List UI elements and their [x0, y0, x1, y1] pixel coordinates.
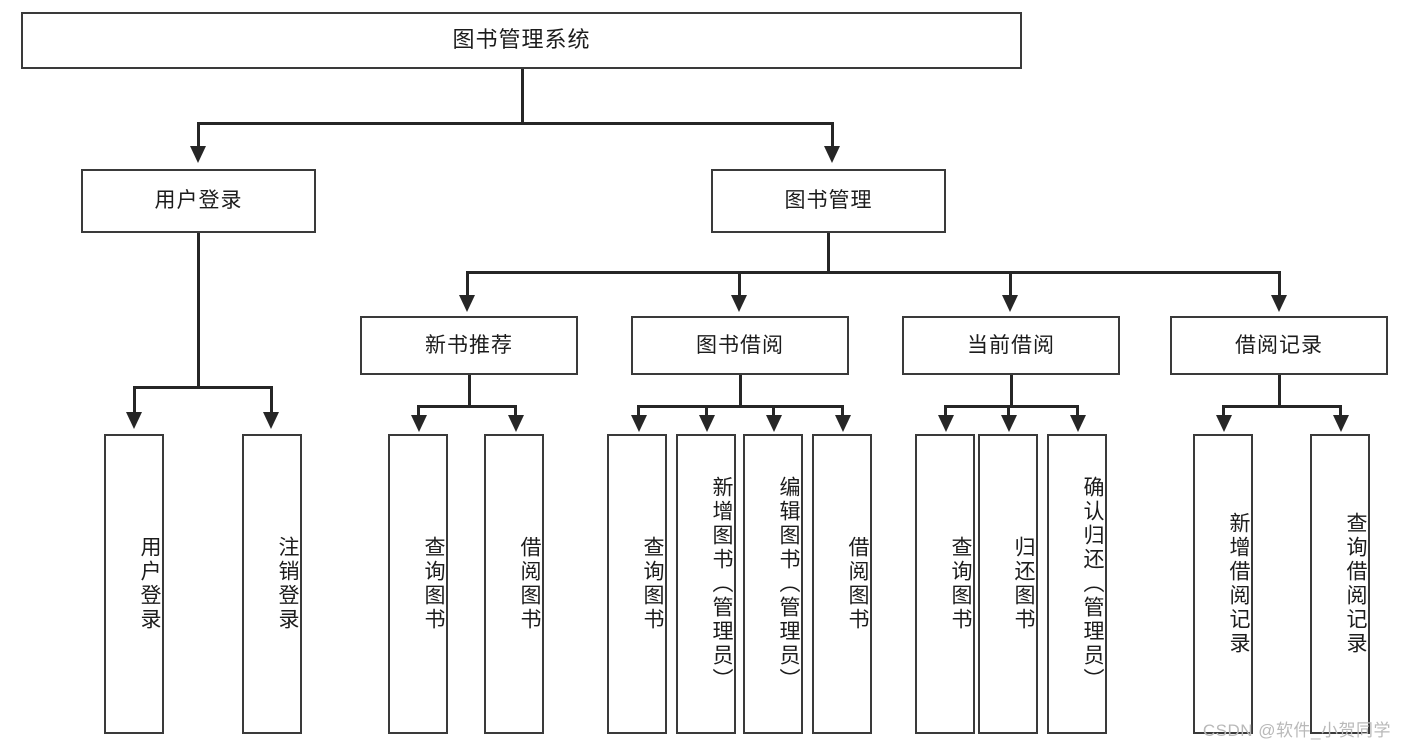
connector-root-drop-1: [197, 122, 200, 148]
arrow-current-borrow-to-query-book: [938, 415, 954, 432]
node-book-borrow[interactable]: 图书借阅: [631, 316, 849, 375]
connector-book-borrow-drop-4: [841, 405, 844, 417]
connector-book-manage-bus: [466, 271, 1280, 274]
node-leaf-borrow-book-b-label: 借阅图书: [846, 536, 869, 632]
connector-root-stem: [521, 69, 524, 122]
connector-book-manage-stem: [827, 233, 830, 271]
node-leaf-edit-book-label: 编辑图书（管理员）: [777, 476, 800, 692]
node-leaf-query-book-a-label: 查询图书: [422, 536, 445, 632]
connector-new-book-rec-drop-2: [514, 405, 517, 417]
connector-new-book-rec-stem: [468, 375, 471, 405]
connector-current-borrow-stem: [1010, 375, 1013, 405]
arrow-book-borrow-to-query-book: [631, 415, 647, 432]
connector-borrow-record-drop-2: [1339, 405, 1342, 417]
node-leaf-edit-book[interactable]: 编辑图书（管理员）: [743, 434, 803, 734]
arrow-book-borrow-to-edit-book: [766, 415, 782, 432]
arrow-current-borrow-to-confirm-return: [1070, 415, 1086, 432]
node-root[interactable]: 图书管理系统: [21, 12, 1022, 69]
connector-borrow-record-bus: [1222, 405, 1341, 408]
connector-user-login-stem: [197, 233, 200, 386]
node-leaf-query-book-b-label: 查询图书: [641, 536, 664, 632]
arrow-root-to-user-login: [190, 146, 206, 163]
arrow-user-login-to-leaf-logout: [263, 412, 279, 429]
node-current-borrow[interactable]: 当前借阅: [902, 316, 1120, 375]
arrow-new-book-rec-to-query-book: [411, 415, 427, 432]
node-leaf-query-record-label: 查询借阅记录: [1344, 512, 1367, 656]
connector-book-manage-drop-2: [738, 271, 741, 297]
arrow-borrow-record-to-query-record: [1333, 415, 1349, 432]
node-leaf-query-record[interactable]: 查询借阅记录: [1310, 434, 1370, 734]
connector-user-login-drop-1: [133, 386, 136, 414]
connector-current-borrow-bus: [944, 405, 1078, 408]
connector-book-manage-drop-3: [1009, 271, 1012, 297]
node-leaf-query-book-c-label: 查询图书: [949, 536, 972, 632]
connector-book-borrow-stem: [739, 375, 742, 405]
node-book-manage[interactable]: 图书管理: [711, 169, 946, 233]
node-current-borrow-label: 当前借阅: [967, 333, 1055, 357]
connector-current-borrow-drop-1: [944, 405, 947, 417]
node-book-borrow-label: 图书借阅: [696, 333, 784, 357]
node-user-login[interactable]: 用户登录: [81, 169, 316, 233]
connector-book-manage-drop-4: [1278, 271, 1281, 297]
node-leaf-query-book-b[interactable]: 查询图书: [607, 434, 667, 734]
node-leaf-add-book-label: 新增图书（管理员）: [710, 476, 733, 692]
node-borrow-record[interactable]: 借阅记录: [1170, 316, 1388, 375]
node-leaf-borrow-book-b[interactable]: 借阅图书: [812, 434, 872, 734]
arrow-book-manage-to-current-borrow: [1002, 295, 1018, 312]
connector-book-borrow-bus: [637, 405, 843, 408]
connector-new-book-rec-bus: [417, 405, 516, 408]
arrow-book-borrow-to-borrow-book: [835, 415, 851, 432]
arrow-new-book-rec-to-borrow-book: [508, 415, 524, 432]
connector-user-login-drop-2: [270, 386, 273, 414]
arrow-user-login-to-leaf-user-login: [126, 412, 142, 429]
node-leaf-borrow-book-a[interactable]: 借阅图书: [484, 434, 544, 734]
node-leaf-borrow-book-a-label: 借阅图书: [518, 536, 541, 632]
connector-book-borrow-drop-3: [772, 405, 775, 417]
node-user-login-label: 用户登录: [154, 189, 243, 213]
node-leaf-return-book-label: 归还图书: [1012, 536, 1035, 632]
connector-root-bus: [197, 122, 834, 125]
arrow-root-to-book-manage: [824, 146, 840, 163]
arrow-current-borrow-to-return-book: [1001, 415, 1017, 432]
connector-root-drop-2: [831, 122, 834, 148]
node-leaf-query-book-a[interactable]: 查询图书: [388, 434, 448, 734]
connector-current-borrow-drop-2: [1007, 405, 1010, 417]
connector-book-borrow-drop-1: [637, 405, 640, 417]
connector-book-manage-drop-1: [466, 271, 469, 297]
node-leaf-user-login[interactable]: 用户登录: [104, 434, 164, 734]
arrow-borrow-record-to-add-record: [1216, 415, 1232, 432]
connector-new-book-rec-drop-1: [417, 405, 420, 417]
node-leaf-add-book[interactable]: 新增图书（管理员）: [676, 434, 736, 734]
node-leaf-confirm-return[interactable]: 确认归还（管理员）: [1047, 434, 1107, 734]
connector-book-borrow-drop-2: [705, 405, 708, 417]
watermark: CSDN @软件_小贺同学: [1202, 721, 1391, 740]
node-leaf-logout[interactable]: 注销登录: [242, 434, 302, 734]
connector-borrow-record-stem: [1278, 375, 1281, 405]
node-book-manage-label: 图书管理: [784, 189, 873, 213]
node-leaf-confirm-return-label: 确认归还（管理员）: [1081, 476, 1104, 692]
connector-user-login-bus: [133, 386, 272, 389]
arrow-book-manage-to-new-book-rec: [459, 295, 475, 312]
node-leaf-return-book[interactable]: 归还图书: [978, 434, 1038, 734]
node-leaf-user-login-label: 用户登录: [138, 536, 161, 632]
connector-borrow-record-drop-1: [1222, 405, 1225, 417]
node-root-label: 图书管理系统: [452, 27, 591, 53]
node-leaf-add-record-label: 新增借阅记录: [1227, 512, 1250, 656]
node-leaf-logout-label: 注销登录: [276, 536, 299, 632]
connector-current-borrow-drop-3: [1076, 405, 1079, 417]
arrow-book-manage-to-book-borrow: [731, 295, 747, 312]
node-borrow-record-label: 借阅记录: [1235, 333, 1323, 357]
node-new-book-rec[interactable]: 新书推荐: [360, 316, 578, 375]
arrow-book-borrow-to-add-book: [699, 415, 715, 432]
node-leaf-query-book-c[interactable]: 查询图书: [915, 434, 975, 734]
arrow-book-manage-to-borrow-record: [1271, 295, 1287, 312]
node-new-book-rec-label: 新书推荐: [425, 333, 513, 357]
node-leaf-add-record[interactable]: 新增借阅记录: [1193, 434, 1253, 734]
